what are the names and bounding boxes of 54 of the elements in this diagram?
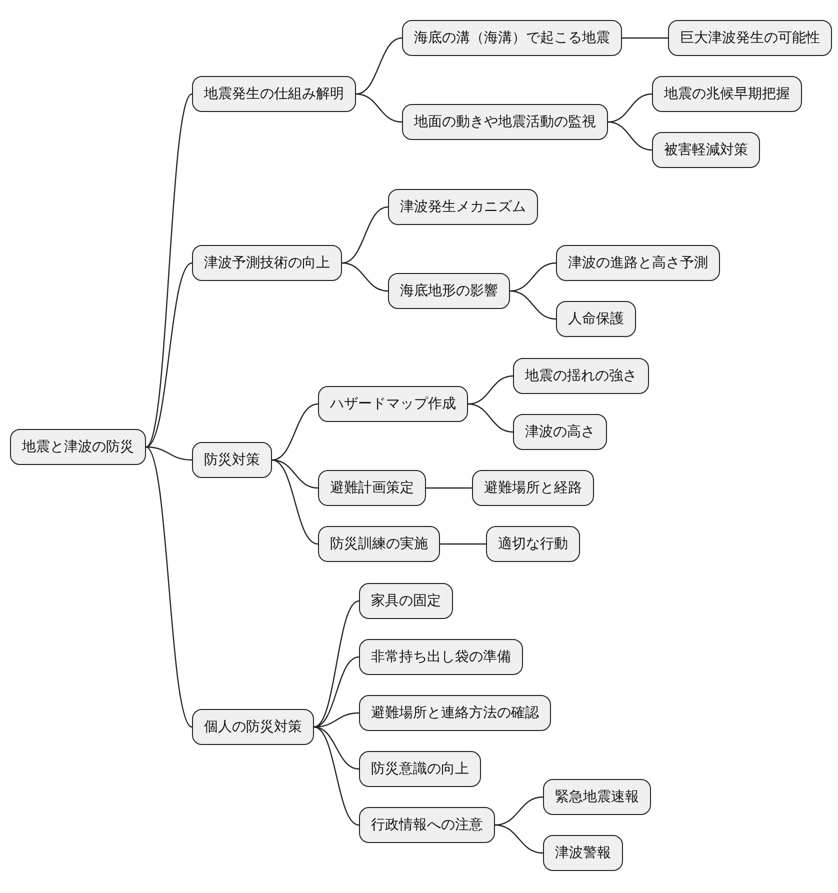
topic-box: 防災訓練の実施 <box>318 526 440 562</box>
connector-line <box>608 93 652 123</box>
connector-line <box>314 600 360 728</box>
topic-box: 防災意識の向上 <box>359 751 481 787</box>
topic-box: 巨大津波発生の可能性 <box>668 20 832 56</box>
connector-line <box>494 824 544 854</box>
topic-box: 地震発生の仕組み解明 <box>192 76 356 112</box>
connector-line <box>468 375 514 405</box>
topic-box: 海底地形の影響 <box>388 273 510 309</box>
topic-box: 避難場所と経路 <box>472 470 594 506</box>
topic-box: 津波予測技術の向上 <box>192 245 342 281</box>
connector-line <box>272 459 318 545</box>
topic-box: 人命保護 <box>556 301 636 337</box>
connector-line <box>608 121 652 151</box>
topic-box: 緊急地震速報 <box>543 779 651 815</box>
connector-line <box>342 206 388 264</box>
topic-box: 地面の動きや地震活動の監視 <box>402 104 608 140</box>
connector-line <box>146 94 192 448</box>
topic-box: 避難場所と連絡方法の確認 <box>359 695 551 731</box>
connector-line <box>356 93 402 123</box>
connector-line <box>314 656 360 728</box>
connector-line <box>494 796 544 826</box>
topic-box: 地震の揺れの強さ <box>513 358 649 394</box>
connector-line <box>272 459 318 489</box>
topic-box: 海底の溝（海溝）で起こる地震 <box>402 20 622 56</box>
topic-box: 家具の固定 <box>359 583 453 619</box>
connector-line <box>468 403 514 433</box>
topic-box: 非常持ち出し袋の準備 <box>359 639 523 675</box>
topic-box: 避難計画策定 <box>318 470 426 506</box>
topic-box: 被害軽減対策 <box>652 132 760 168</box>
connector-line <box>314 726 360 770</box>
topic-box: ハザードマップ作成 <box>318 386 468 422</box>
topic-box: 津波の高さ <box>513 414 607 450</box>
topic-box: 津波発生メカニズム <box>388 189 538 225</box>
topic-box: 地震と津波の防災 <box>10 429 146 465</box>
topic-box: 適切な行動 <box>486 526 580 562</box>
connector-line <box>342 262 388 292</box>
topic-box: 個人の防災対策 <box>192 709 314 745</box>
topic-box: 行政情報への注意 <box>359 807 495 843</box>
connector-line <box>146 446 192 728</box>
connector-line <box>510 262 556 292</box>
connector-line <box>622 37 668 39</box>
connector-line <box>510 290 556 320</box>
connector-line <box>314 726 360 826</box>
topic-box: 防災対策 <box>192 442 272 478</box>
connector-line <box>426 487 472 489</box>
topic-box: 津波の進路と高さ予測 <box>556 245 720 281</box>
topic-box: 津波警報 <box>543 835 623 871</box>
connector-line <box>146 446 192 461</box>
connector-line <box>440 543 486 545</box>
connector-line <box>272 403 318 461</box>
connector-line <box>356 37 402 95</box>
connector-line <box>146 262 192 448</box>
topic-box: 地震の兆候早期把握 <box>652 76 802 112</box>
